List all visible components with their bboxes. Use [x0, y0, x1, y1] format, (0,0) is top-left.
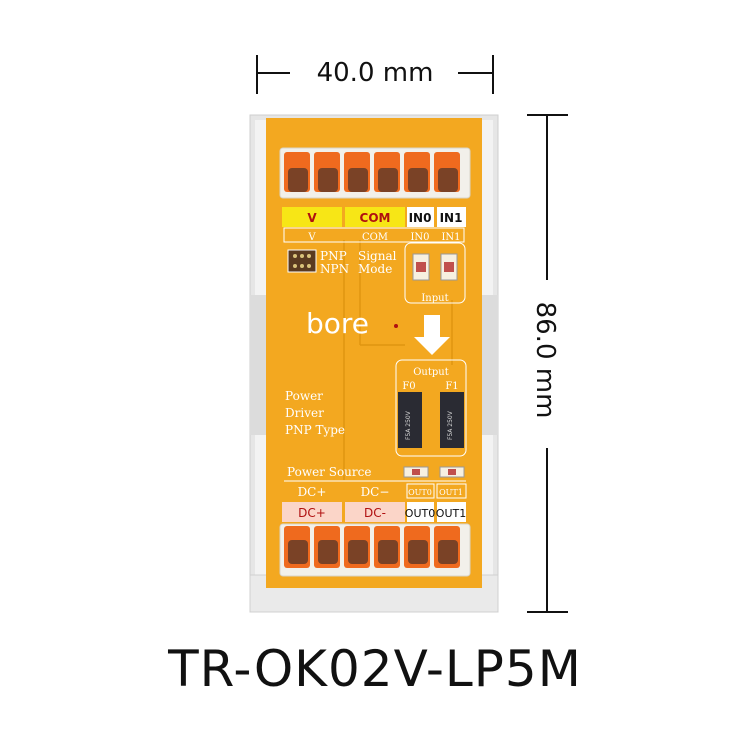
mode-npn: NPN: [320, 262, 349, 276]
label-in1: IN1: [440, 211, 463, 225]
label-v: V: [307, 211, 317, 225]
label-dcplus: DC+: [298, 506, 326, 520]
silk-out1: OUT1: [439, 488, 463, 497]
bottom-terminal-block: [279, 523, 471, 577]
silk-com: COM: [362, 232, 388, 243]
output-indicators: [403, 466, 465, 478]
bottom-label-strip: DC+ DC- OUT0 OUT1: [282, 502, 466, 522]
desc-line-1: Power: [285, 389, 323, 403]
fuse-f1-marking: F5A 250V: [447, 410, 454, 440]
label-in0: IN0: [409, 211, 432, 225]
mode-mode: Mode: [358, 262, 392, 276]
power-source-label: Power Source: [287, 465, 371, 479]
height-dimension: [527, 114, 568, 613]
brand-logo: bore: [306, 307, 369, 340]
top-terminal-block: [279, 147, 471, 199]
fuse-f1-label: F1: [445, 381, 458, 392]
model-number: TR-OK02V-LP5M: [168, 640, 582, 698]
mode-pnp: PNP: [320, 249, 347, 263]
desc-line-3: PNP Type: [285, 423, 345, 437]
silk-in0: IN0: [410, 232, 429, 243]
output-fuses: Output F0 F1 F5A 250V F5A 250V: [395, 359, 467, 457]
output-label: Output: [413, 367, 449, 378]
label-out0: OUT0: [405, 507, 435, 520]
input-label: Input: [421, 293, 448, 304]
desc-line-2: Driver: [285, 406, 324, 420]
label-out1: OUT1: [436, 507, 466, 520]
silk-in1: IN1: [441, 232, 460, 243]
label-dcminus: DC-: [364, 506, 386, 520]
silk-dcplus: DC+: [298, 485, 327, 499]
top-label-strip: V COM IN0 IN1: [282, 207, 466, 227]
label-com: COM: [360, 211, 391, 225]
fuse-f0-marking: F5A 250V: [405, 410, 412, 440]
width-dimension-label: 40.0 mm: [316, 58, 434, 88]
mode-selector: PNP NPN Signal Mode: [287, 249, 397, 276]
width-dimension: [256, 55, 494, 94]
input-indicators: Input: [404, 242, 466, 304]
mode-signal: Signal: [358, 249, 397, 263]
pcb-traces: [343, 240, 453, 480]
top-silkscreen: V COM IN0 IN1: [283, 227, 465, 243]
silk-out0: OUT0: [408, 488, 432, 497]
bottom-silkscreen: Power Source DC+ DC− OUT0 OUT1: [284, 465, 467, 499]
board-description: Power Driver PNP Type: [285, 389, 345, 437]
silk-dcminus: DC−: [361, 485, 390, 499]
status-dot: [394, 324, 398, 328]
silk-v: V: [307, 232, 316, 243]
down-arrow-icon: [414, 315, 450, 355]
fuse-f0-label: F0: [402, 381, 415, 392]
